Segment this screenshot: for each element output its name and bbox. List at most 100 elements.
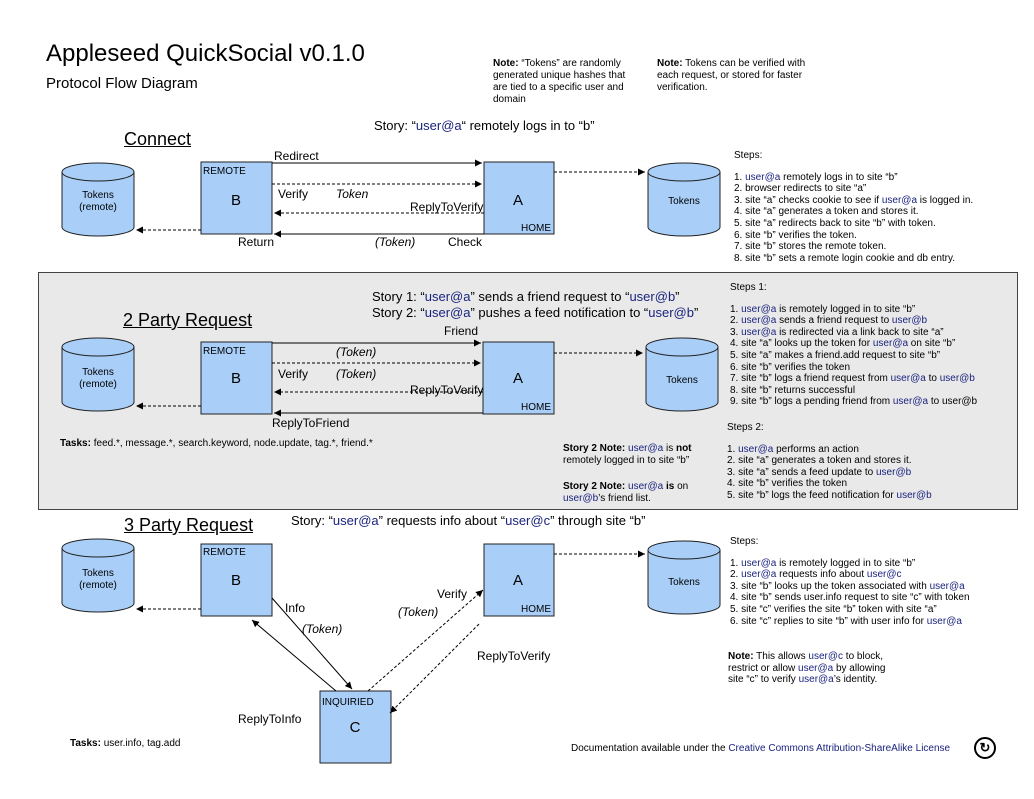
- text-segment: is: [665, 481, 675, 492]
- connect-story: Story: “user@a“ remotely logs in to “b”: [374, 118, 595, 133]
- connect-box-a: A HOME: [483, 161, 555, 235]
- three-party-box-c: INQUIRIED C: [319, 690, 392, 764]
- step-item: 1. user@a performs an action: [727, 444, 932, 456]
- page-title: Appleseed QuickSocial v0.1.0: [46, 40, 365, 67]
- text-segment: 6. site “b” verifies the token.: [734, 229, 857, 241]
- text-segment: 1.: [730, 303, 742, 315]
- db-label: Tokens: [668, 196, 700, 207]
- text-segment: 6. site “b” verifies the token: [730, 361, 851, 373]
- box-letter: A: [513, 572, 523, 589]
- step-item: 8. site “b” sets a remote login cookie a…: [734, 253, 973, 265]
- text-segment: 2.: [730, 315, 742, 327]
- text-segment: 3. site “a” checks cookie to see if: [734, 194, 882, 206]
- text-segment: is redirected via a link back to site “a…: [776, 326, 944, 338]
- story2-note-1: Story 2 Note: user@a is not remotely log…: [563, 443, 692, 467]
- step-item: 6. site “b” verifies the token.: [734, 230, 973, 242]
- text-segment: 3. site “a” sends a feed update to: [727, 466, 876, 478]
- connect-db-left: Tokens (remote): [61, 162, 135, 237]
- two-party-db-right: Tokens: [645, 337, 719, 412]
- note-line: user@b’s friend list.: [563, 493, 688, 505]
- text-segment: ” sends a friend request to “: [470, 289, 630, 304]
- verify-arrow: [367, 589, 484, 692]
- box-tag: HOME: [521, 223, 551, 234]
- story-text: Story: “user@a” requests info about “use…: [291, 513, 645, 528]
- user-handle: user@a: [798, 662, 834, 674]
- connect-db-right: Tokens: [647, 162, 721, 237]
- text-segment: 4. site “a” generates a token and stores…: [734, 206, 919, 218]
- tasks-text: feed.*, message.*, search.keyword, node.…: [93, 438, 373, 449]
- box-letter: A: [513, 370, 523, 387]
- text-segment: 4. site “a” looks up the token for: [730, 338, 873, 350]
- box-letter: B: [231, 572, 241, 589]
- reply-to-info-arrow: [251, 619, 337, 692]
- text-segment: ’s identity.: [833, 674, 878, 686]
- text-segment: ” requests info about “: [378, 513, 506, 528]
- text-segment: 1.: [730, 557, 742, 569]
- text-segment: 2.: [730, 569, 742, 581]
- page-subtitle: Protocol Flow Diagram: [46, 75, 198, 92]
- user-handle: user@a: [741, 303, 777, 315]
- three-party-db-left: Tokens (remote): [61, 538, 135, 613]
- step-item: 4. site “b” sends user.info request to s…: [730, 592, 970, 604]
- steps-heading: Steps 2:: [727, 422, 764, 433]
- step-item: 8. site “b” returns successful: [730, 385, 977, 397]
- note-line: remotely logged in to site “b”: [563, 455, 690, 466]
- step-item: 7. site “b” logs a friend request from u…: [730, 373, 977, 385]
- story-text: “ remotely logs in to “b”: [461, 118, 595, 133]
- user-handle: user@a: [872, 338, 909, 350]
- license-link[interactable]: Creative Commons Attribution-ShareAlike …: [728, 743, 951, 754]
- section-two-party-title: 2 Party Request: [123, 310, 253, 330]
- text-segment: Story 2 Note:: [563, 443, 626, 454]
- step-item: 2. user@a sends a friend request to user…: [730, 315, 977, 327]
- text-segment: ” pushes a feed notification to “: [470, 305, 649, 320]
- text-segment: is logged in.: [917, 194, 974, 206]
- user-handle: user@a: [926, 615, 962, 627]
- section-connect-title: Connect: [124, 129, 192, 149]
- steps-heading: Steps:: [734, 150, 763, 161]
- step-item: 2. browser redirects to site “a”: [734, 183, 973, 195]
- box-letter: B: [231, 370, 241, 387]
- user-handle: user@b: [563, 493, 599, 504]
- flow-label: (Token): [336, 345, 376, 359]
- two-party-db-left: Tokens (remote): [61, 337, 135, 412]
- steps-list: 1. user@a remotely logs in to site “b”2.…: [734, 172, 973, 265]
- text-segment: by allowing: [833, 662, 886, 674]
- connect-box-b: REMOTE B: [200, 161, 273, 235]
- db-label: (remote): [79, 202, 117, 213]
- info-arrow: [271, 597, 353, 690]
- step-item: 4. site “a” generates a token and stores…: [734, 206, 973, 218]
- text-segment: 5. site “a” redirects back to site “b” w…: [734, 217, 936, 229]
- text-segment: 4. site “b” sends user.info request to s…: [730, 592, 970, 604]
- user-handle: user@b: [648, 305, 694, 320]
- text-segment: 2. browser redirects to site “a”: [734, 183, 867, 195]
- flow-label: Verify: [437, 587, 467, 601]
- story-text: Story: “: [374, 118, 416, 133]
- user-handle: user@a: [415, 118, 462, 133]
- user-handle: user@a: [892, 396, 929, 408]
- user-handle: user@c: [808, 651, 844, 662]
- step-item: restrict or allow user@a by allowing: [728, 663, 885, 675]
- user-handle: user@a: [929, 580, 965, 592]
- flow-label: (Token): [375, 235, 415, 249]
- step-item: 2. user@a requests info about user@c: [730, 569, 970, 581]
- note-label: Note:: [657, 58, 683, 69]
- flow-label: Token: [336, 187, 369, 201]
- two-party-stories: Story 1: “user@a” sends a friend request…: [372, 289, 698, 321]
- text-segment: sends a friend request to: [776, 315, 892, 327]
- flow-label: Return: [238, 235, 274, 249]
- text-segment: 5. site “a” makes a friend.add request t…: [730, 349, 941, 361]
- step-item: 3. user@a is redirected via a link back …: [730, 327, 977, 339]
- two-party-steps-1: Steps 1: 1. user@a is remotely logged in…: [730, 282, 977, 408]
- text-segment: to: [925, 373, 940, 385]
- step-item: 2. site “a” generates a token and stores…: [727, 455, 932, 467]
- box-tag: INQUIRIED: [322, 697, 374, 708]
- flow-label: Redirect: [274, 149, 319, 163]
- note-line: Story 2 Note: user@a is on: [563, 481, 688, 493]
- three-party-steps: Steps: 1. user@a is remotely logged in t…: [730, 536, 970, 627]
- step-item: 3. site “a” checks cookie to see if user…: [734, 195, 973, 207]
- cc-share-alike-icon: ↻: [974, 737, 996, 759]
- text-segment: 6. site “c” replies to site “b” with use…: [730, 615, 927, 627]
- text-segment: ”: [675, 289, 680, 304]
- step-item: 1. user@a remotely logs in to site “b”: [734, 172, 973, 184]
